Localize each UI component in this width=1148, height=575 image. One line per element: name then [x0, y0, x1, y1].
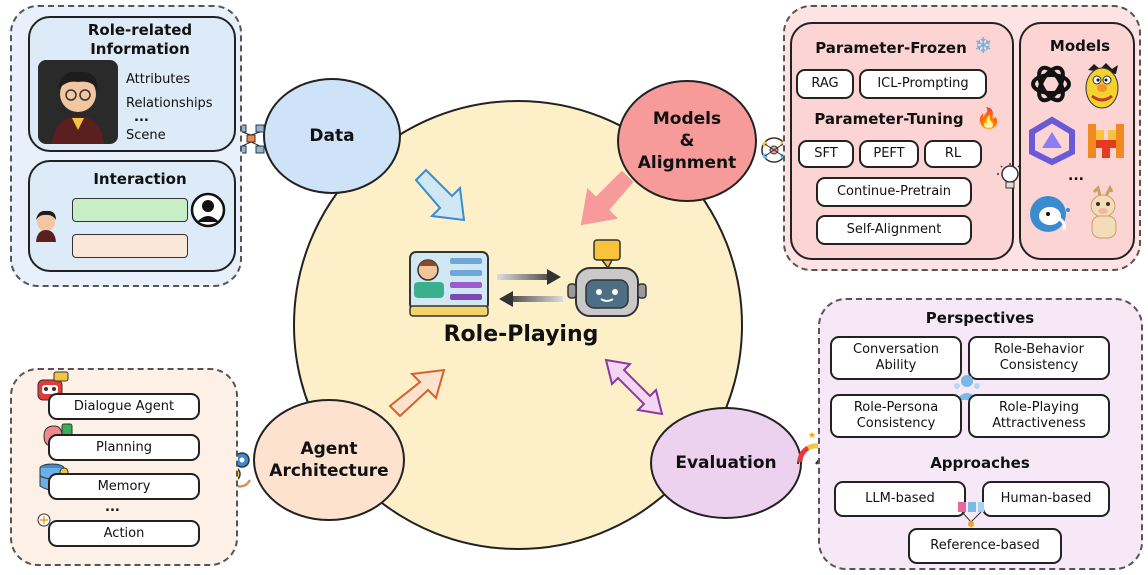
user-avatar-icon: [190, 192, 226, 228]
approach-network-icon: [958, 502, 984, 527]
models-arrow: [580, 170, 634, 226]
agent-item-action: Action: [48, 520, 200, 547]
perspective-3-line1: Role-Persona: [853, 400, 939, 415]
exchange-arrows-icon: [497, 269, 563, 307]
rl-box: RL: [924, 140, 982, 168]
perspective-1-line1: Conversation: [853, 342, 939, 357]
role-attr-scene: Scene: [126, 128, 166, 143]
peft-box: PEFT: [859, 140, 919, 168]
agent-item-planning: Planning: [48, 434, 200, 461]
snowflake-icon: ❄: [974, 34, 993, 59]
perspectives-title: Perspectives: [925, 309, 1035, 327]
sft-box: SFT: [798, 140, 854, 168]
mistral-logo-icon: [1088, 124, 1124, 158]
evaluation-arrow: [604, 358, 664, 416]
openai-logo-icon: [1031, 65, 1071, 103]
perspective-1-line2: Ability: [875, 358, 917, 373]
icl-prompting-box: ICL-Prompting: [859, 69, 987, 99]
character-portrait: [38, 60, 118, 144]
role-info-title-2: Information: [90, 40, 190, 58]
models-alignment-node: Models & Alignment: [617, 80, 757, 202]
agent-node-line2: Architecture: [269, 461, 389, 481]
role-attr-ellipsis: ...: [134, 110, 149, 125]
perspective-conversation-ability: Conversation Ability: [830, 336, 962, 380]
user-profile-icon: [409, 251, 489, 317]
small-character-icon: [36, 210, 56, 242]
bert-logo-icon: [1085, 63, 1119, 109]
agent-item-dialogue: Dialogue Agent: [48, 393, 200, 420]
qwen-logo-icon: [1029, 116, 1075, 166]
agent-arrow: [388, 368, 446, 418]
data-arrow: [414, 168, 466, 222]
self-alignment-box: Self-Alignment: [816, 215, 972, 245]
perspective-role-playing-attractiveness: Role-Playing Attractiveness: [968, 394, 1110, 438]
role-attr-relationships: Relationships: [126, 96, 213, 111]
agent-item-ellipsis: ...: [105, 500, 120, 515]
perspective-role-persona: Role-Persona Consistency: [830, 394, 962, 438]
approach-llm-based: LLM-based: [834, 481, 966, 517]
data-node-label: Data: [309, 126, 355, 146]
evaluation-node-label: Evaluation: [675, 453, 777, 473]
models-ellipsis: ...: [1068, 168, 1084, 184]
chat-bubble-right: [72, 198, 188, 222]
role-info-title-1: Role-related: [87, 21, 193, 39]
llama-logo-icon: [1090, 184, 1117, 239]
data-node: Data: [263, 78, 401, 194]
models-node-line2: &: [679, 131, 695, 151]
rag-box: RAG: [796, 69, 854, 99]
agent-architecture-node: Agent Architecture: [253, 399, 405, 521]
center-title: Role-Playing: [443, 322, 599, 347]
perspective-4-line2: Attractiveness: [992, 416, 1086, 431]
tuning-title: Parameter-Tuning: [814, 110, 964, 128]
lightbulb-icon: [997, 163, 1023, 189]
models-node-line1: Models: [652, 109, 722, 129]
agent-item-memory: Memory: [48, 473, 200, 500]
elephant-logo-icon: [1030, 196, 1070, 232]
chat-bubble-left: [72, 234, 188, 258]
approach-reference-based: Reference-based: [908, 528, 1062, 564]
interaction-title: Interaction: [93, 170, 187, 188]
robot-icon: [567, 239, 647, 317]
continue-pretrain-box: Continue-Pretrain: [816, 177, 972, 207]
models-node-line3: Alignment: [637, 153, 737, 173]
perspective-4-line1: Role-Playing: [999, 400, 1079, 415]
perspective-role-behavior: Role-Behavior Consistency: [968, 336, 1110, 380]
frozen-title: Parameter-Frozen: [815, 39, 967, 57]
agent-node-line1: Agent: [300, 439, 358, 459]
evaluation-node: Evaluation: [650, 407, 802, 519]
perspective-2-line1: Role-Behavior: [994, 342, 1084, 357]
models-list-title: Models: [1049, 37, 1111, 55]
role-attr-attributes: Attributes: [126, 72, 191, 87]
perspective-2-line2: Consistency: [999, 358, 1079, 373]
approaches-title: Approaches: [930, 454, 1030, 472]
fire-icon: 🔥: [976, 106, 1001, 130]
perspective-3-line2: Consistency: [856, 416, 936, 431]
approach-human-based: Human-based: [982, 481, 1110, 517]
